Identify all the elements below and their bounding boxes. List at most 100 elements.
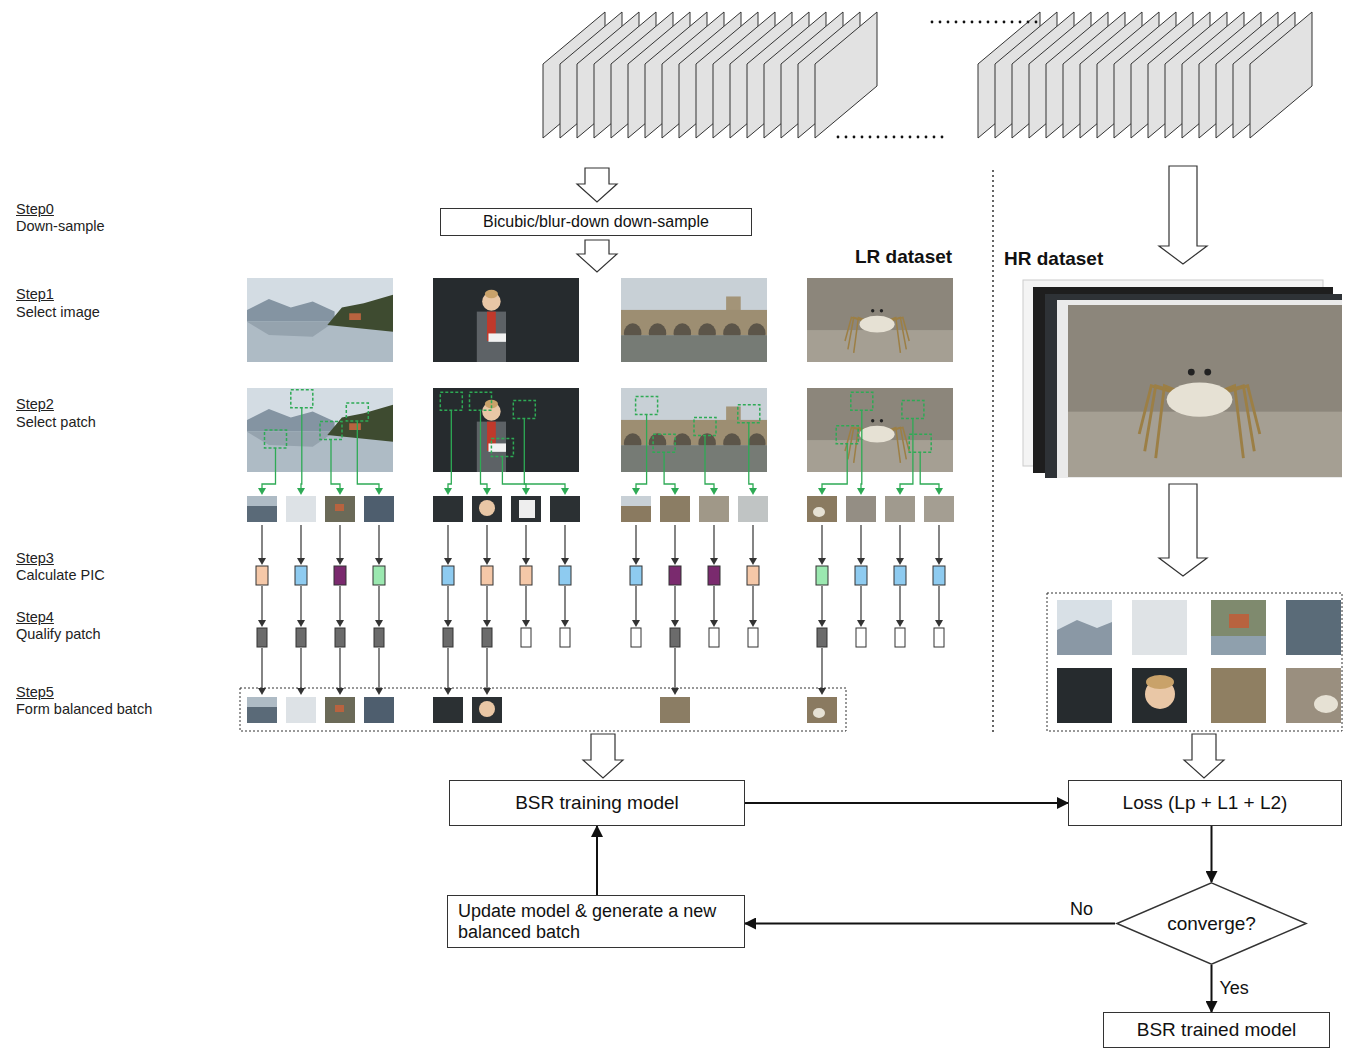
pic-value bbox=[295, 566, 307, 585]
qualify-flag bbox=[934, 628, 944, 647]
patch-fill bbox=[660, 496, 690, 522]
flow-line bbox=[300, 648, 301, 690]
pic-value bbox=[855, 566, 867, 585]
patch bbox=[660, 496, 690, 522]
house bbox=[349, 423, 361, 430]
batch-patch bbox=[286, 697, 316, 723]
flow-line bbox=[635, 586, 636, 622]
ellipsis-dot bbox=[1019, 21, 1022, 24]
patch bbox=[699, 496, 729, 522]
node-text: Bicubic/blur-down down-sample bbox=[483, 213, 709, 231]
select-frame bbox=[902, 401, 924, 419]
arrow-tip bbox=[336, 620, 344, 627]
batch-patch bbox=[247, 697, 277, 723]
patch-fill bbox=[472, 496, 502, 522]
patch-fill bbox=[885, 496, 915, 522]
select-leader bbox=[900, 419, 913, 490]
patch-fill bbox=[550, 496, 580, 522]
patch-detail bbox=[1057, 620, 1112, 655]
qualify-flag bbox=[670, 628, 680, 647]
block-arrow bbox=[583, 734, 623, 778]
flow-line bbox=[447, 525, 448, 560]
ellipsis-dot bbox=[853, 136, 856, 139]
photo bbox=[807, 388, 953, 472]
arrow-tip bbox=[749, 558, 757, 565]
patch-detail bbox=[479, 701, 495, 717]
arrow-tip bbox=[483, 558, 491, 565]
arrow-tip bbox=[749, 488, 757, 495]
arrow-tip bbox=[483, 620, 491, 627]
photo bbox=[433, 278, 579, 362]
node-text: BSR training model bbox=[515, 792, 679, 814]
batch-patch bbox=[660, 697, 690, 723]
step-name: Select patch bbox=[16, 414, 96, 431]
batch-patch bbox=[364, 697, 394, 723]
select-frame bbox=[909, 434, 931, 452]
patch bbox=[433, 496, 463, 522]
flow-line bbox=[339, 525, 340, 560]
select-leader bbox=[636, 414, 647, 490]
arrow-tip bbox=[522, 620, 530, 627]
select-frame bbox=[346, 403, 368, 421]
arrow-tip bbox=[896, 558, 904, 565]
patch-fill bbox=[807, 697, 837, 723]
hr-patch-fill bbox=[1286, 668, 1341, 723]
patch bbox=[846, 496, 876, 522]
hr-patch-fill bbox=[1132, 600, 1187, 655]
pic-value bbox=[747, 566, 759, 585]
qualify-flag bbox=[257, 628, 267, 647]
arrow-tip bbox=[818, 688, 826, 695]
flow-line bbox=[713, 525, 714, 560]
select-frame bbox=[851, 392, 873, 410]
step-name: Down-sample bbox=[16, 218, 105, 235]
qualify-flag bbox=[895, 628, 905, 647]
flow-arrow bbox=[745, 923, 1115, 925]
flow-line bbox=[860, 525, 861, 560]
arrow-tip bbox=[297, 558, 305, 565]
pic-value bbox=[708, 566, 720, 585]
hr-patch bbox=[1057, 668, 1112, 723]
photo bbox=[621, 388, 767, 472]
flow-line bbox=[713, 586, 714, 622]
sky bbox=[247, 388, 393, 472]
hr-patch-fill bbox=[1286, 600, 1341, 655]
select-frame bbox=[513, 401, 535, 419]
hair bbox=[485, 290, 498, 298]
arrow-tip bbox=[935, 558, 943, 565]
house bbox=[349, 313, 361, 320]
hr-patch bbox=[1211, 668, 1266, 723]
block-arrow bbox=[577, 168, 617, 202]
flow-line bbox=[447, 648, 448, 690]
patch-fill bbox=[286, 697, 316, 723]
frame-sheet bbox=[815, 12, 877, 138]
flow-arrow bbox=[1211, 965, 1213, 1012]
arrow-tip bbox=[818, 558, 826, 565]
patch-fill bbox=[511, 496, 541, 522]
node-text: Update model & generate a new balanced b… bbox=[458, 901, 734, 942]
ellipsis-dot bbox=[995, 21, 998, 24]
arrow-tip bbox=[935, 620, 943, 627]
backdrop bbox=[433, 278, 579, 362]
select-frame bbox=[265, 430, 287, 448]
ellipsis-dot bbox=[893, 136, 896, 139]
divider-line bbox=[992, 170, 994, 732]
arrow-tip bbox=[297, 688, 305, 695]
reflection bbox=[247, 322, 335, 337]
patch-fill bbox=[364, 496, 394, 522]
flow-line bbox=[339, 586, 340, 622]
patch-detail bbox=[335, 504, 344, 511]
qualify-flag bbox=[709, 628, 719, 647]
select-leader bbox=[481, 410, 488, 490]
step-name: Select image bbox=[16, 304, 100, 321]
crab-eye bbox=[1204, 369, 1211, 376]
patch bbox=[433, 697, 463, 723]
arrow-tip bbox=[671, 488, 679, 495]
arrow-tip bbox=[818, 488, 826, 495]
ellipsis-dot bbox=[979, 21, 982, 24]
ellipsis-dot bbox=[917, 136, 920, 139]
arrow-tip bbox=[818, 620, 826, 627]
arrow-tip bbox=[857, 620, 865, 627]
arrow-tip bbox=[522, 558, 530, 565]
